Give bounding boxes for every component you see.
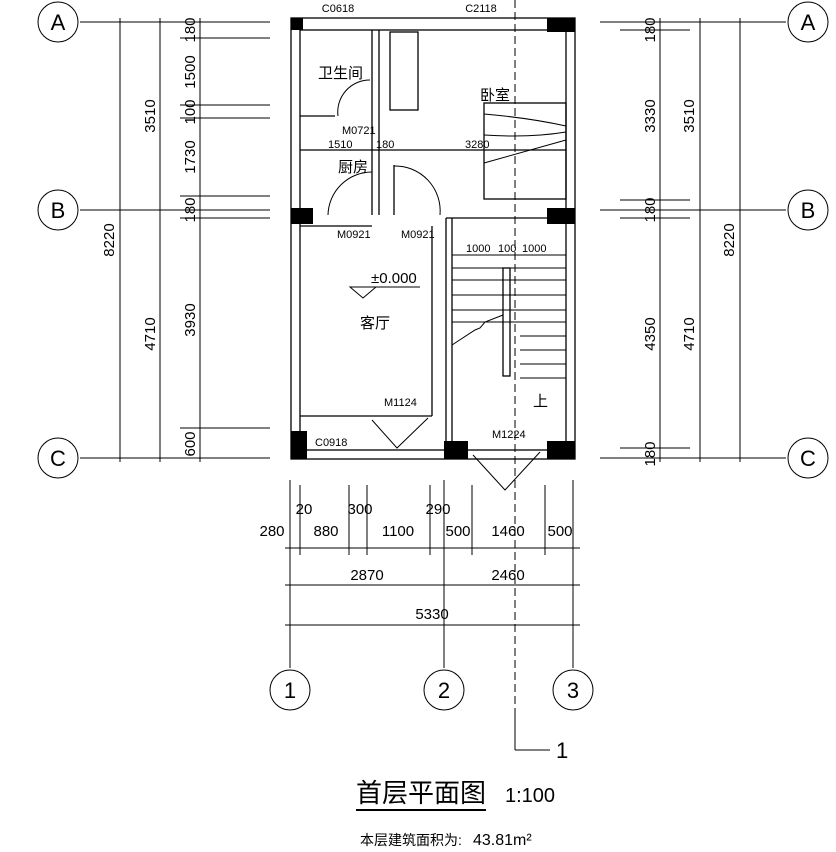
left-dimensions: 8220 3510 4710 180 1500 100 1730 180 393…	[101, 17, 199, 456]
elevation-marker-icon	[348, 286, 420, 299]
door-code: M1124	[384, 397, 417, 409]
stair-dim: 1000	[522, 243, 546, 255]
dim-left: 100	[182, 99, 199, 124]
axis-label-b: B	[51, 198, 66, 223]
axis-label-a-right: A	[801, 10, 816, 35]
dim-right: 180	[642, 441, 659, 466]
dim-right: 4350	[642, 317, 659, 350]
dim-bottom-23: 2460	[491, 567, 524, 584]
stair-dim: 100	[498, 243, 516, 255]
dim-right: 3330	[642, 99, 659, 132]
interior-dim: 180	[376, 139, 394, 151]
dim-left-total: 8220	[101, 223, 118, 256]
dim-left: 180	[182, 17, 199, 42]
walls	[290, 17, 576, 460]
stair-up-label: 上	[533, 393, 548, 410]
dim-right-ab: 3510	[681, 99, 698, 132]
elevation-label: ±0.000	[371, 270, 417, 287]
area-label: 本层建筑面积为:	[360, 832, 462, 848]
doors	[327, 79, 541, 491]
dim-left: 3930	[182, 303, 199, 336]
axis-bubbles: A B C A B C 1 2 3	[37, 1, 829, 711]
room-bedroom: 卧室	[480, 87, 510, 104]
dim-left: 1500	[182, 55, 199, 88]
door-code: M0921	[337, 229, 371, 241]
dim-bottom: 500	[445, 523, 470, 540]
dim-bottom: 280	[259, 523, 284, 540]
stair-dim: 1000	[466, 243, 490, 255]
door-code: M1224	[492, 429, 526, 441]
dim-bottom: 500	[547, 523, 572, 540]
dim-bottom-12: 2870	[350, 567, 383, 584]
section-mark: 1	[556, 738, 568, 763]
interior-dim: 3280	[465, 139, 489, 151]
room-living: 客厅	[360, 315, 390, 332]
dim-left-bc: 4710	[142, 317, 159, 350]
window-code: C0618	[322, 3, 354, 15]
dim-left: 1730	[182, 140, 199, 173]
room-bathroom: 卫生间	[318, 65, 363, 82]
axis-label-2: 2	[438, 678, 450, 703]
axis-label-c: C	[50, 446, 66, 471]
window-code: C2118	[465, 3, 497, 15]
grid-lines	[80, 0, 786, 720]
window-code: C0918	[315, 437, 347, 449]
dim-bottom-total: 5330	[415, 606, 448, 623]
drawing-scale: 1:100	[505, 785, 555, 807]
dim-left: 600	[182, 431, 199, 456]
room-kitchen: 厨房	[338, 159, 368, 176]
axis-label-a: A	[51, 10, 66, 35]
interior-dim: 1510	[328, 139, 352, 151]
drawing-title: 首层平面图	[356, 778, 486, 808]
axis-label-1: 1	[284, 678, 296, 703]
dim-left-ab: 3510	[142, 99, 159, 132]
dim-right: 180	[642, 17, 659, 42]
axis-label-c-right: C	[800, 446, 816, 471]
bottom-dimensions: 280 20 880 300 1100 290 500 1460 500 287…	[259, 501, 572, 623]
area-value: 43.81m²	[473, 832, 532, 849]
dim-right: 180	[642, 197, 659, 222]
dim-right-bc: 4710	[681, 317, 698, 350]
right-dimensions: 8220 3510 4710 180 3330 180 4350 180	[642, 17, 738, 466]
dim-bottom: 1100	[382, 523, 414, 540]
dim-bottom: 20	[296, 501, 313, 518]
dim-bottom: 290	[425, 501, 450, 518]
axis-label-b-right: B	[801, 198, 816, 223]
dim-left: 180	[182, 197, 199, 222]
dim-bottom: 880	[313, 523, 338, 540]
dim-bottom: 1460	[491, 523, 524, 540]
axis-label-3: 3	[567, 678, 579, 703]
dim-right-total: 8220	[721, 223, 738, 256]
dim-bottom: 300	[347, 501, 372, 518]
door-code: M0721	[342, 125, 376, 137]
door-code: M0921	[401, 229, 435, 241]
